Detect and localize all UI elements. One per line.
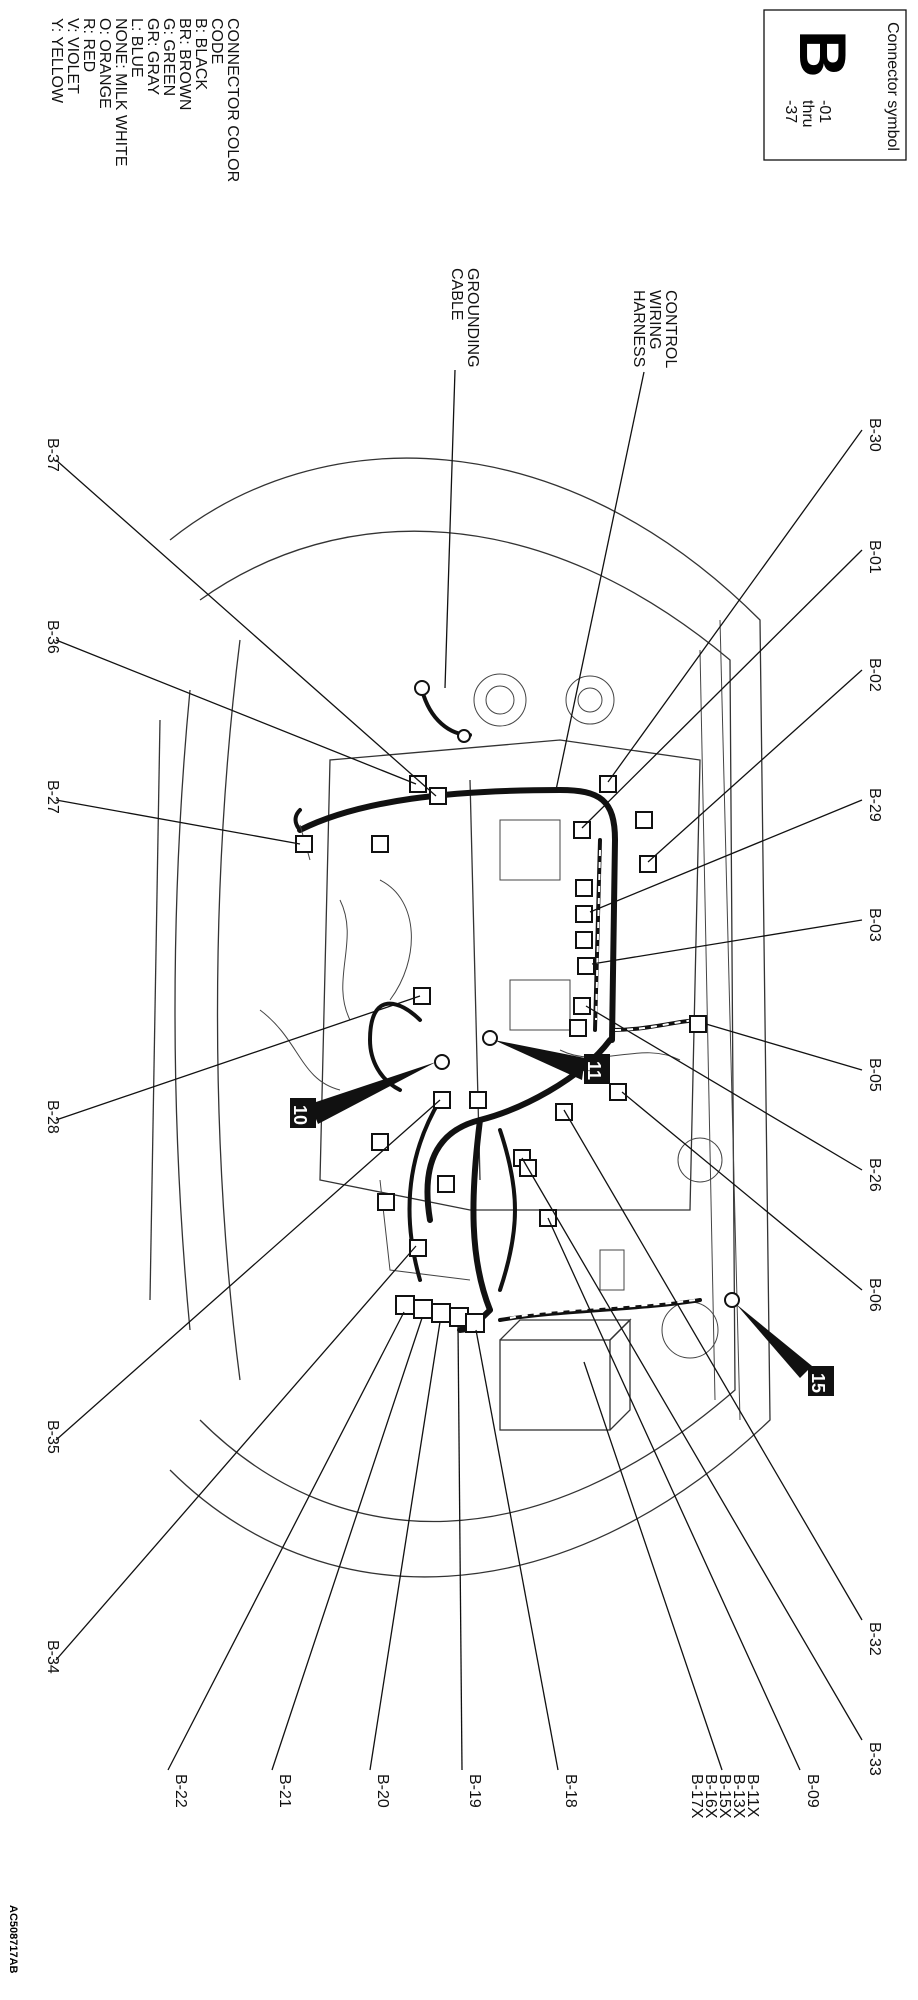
label-b15x: B-15X — [716, 1774, 733, 1819]
ground-terminal — [457, 729, 471, 743]
ground-terminal — [414, 680, 430, 696]
legend-line: O: ORANGE — [96, 18, 113, 109]
connector-b21 — [413, 1299, 433, 1319]
color-code-legend: CONNECTOR COLOR CODE B: BLACK BR: BROWN … — [48, 18, 241, 182]
callout-leaders — [55, 369, 863, 1771]
label-b37: B-37 — [44, 438, 61, 472]
label-b30: B-30 — [866, 418, 883, 452]
connector-b37 — [429, 787, 447, 805]
connector-b29-a — [575, 879, 593, 897]
connector-b05 — [689, 1015, 707, 1033]
connector-symbol-box: Connector symbol B -01 thru -37 — [763, 9, 907, 161]
label-b33: B-33 — [866, 1742, 883, 1776]
label-b35: B-35 — [44, 1420, 61, 1454]
connector-b26 — [573, 997, 591, 1015]
connector-b26-b — [569, 1019, 587, 1037]
connector-b34-a — [371, 1133, 389, 1151]
connector-b01 — [573, 821, 591, 839]
callout-harness-line2: WIRING — [646, 290, 663, 350]
label-b16x: B-16X — [702, 1774, 719, 1819]
label-b32: B-32 — [866, 1622, 883, 1656]
vehicle-outline — [149, 457, 771, 1578]
ground-terminal — [482, 1030, 498, 1046]
callout-harness-line3: HARNESS — [630, 290, 647, 367]
label-b28: B-28 — [44, 1100, 61, 1134]
ground-marker-10: 10 — [290, 1062, 436, 1128]
connector-b32 — [555, 1103, 573, 1121]
callout-harness-line1: CONTROL — [662, 290, 679, 368]
connector-b30 — [599, 775, 617, 793]
legend-line: R: RED — [80, 18, 97, 72]
ground-marker-11: 11 — [494, 1040, 610, 1084]
connector-b02-a — [635, 811, 653, 829]
label-b17x: B-17X — [688, 1774, 705, 1819]
legend-line: CONNECTOR COLOR — [224, 18, 241, 182]
label-b02: B-02 — [866, 658, 883, 692]
label-b21: B-21 — [276, 1774, 293, 1808]
connector-b36 — [409, 775, 427, 793]
label-b09: B-09 — [804, 1774, 821, 1808]
connector-b03 — [577, 957, 595, 975]
legend-line: NONE: MILK WHITE — [112, 18, 129, 166]
label-b05: B-05 — [866, 1058, 883, 1092]
connector-b03-a — [575, 931, 593, 949]
callout-grounding-line1: GROUNDING — [464, 268, 481, 368]
legend-line: GR: GRAY — [144, 18, 161, 95]
legend-line: CODE — [208, 18, 225, 64]
callout-grounding-line2: CABLE — [448, 268, 465, 320]
ground-marker-15: 15 — [736, 1304, 834, 1396]
marker-label: 11 — [584, 1061, 604, 1080]
label-b36: B-36 — [44, 620, 61, 654]
ground-terminal — [434, 1054, 450, 1070]
connectors — [295, 680, 740, 1333]
connector-b34-c — [409, 1239, 427, 1257]
connector-b34-d — [437, 1175, 455, 1193]
legend-line: V: VIOLET — [64, 18, 81, 94]
ground-terminal — [724, 1292, 740, 1308]
symbol-range-to: -37 — [782, 100, 799, 123]
connector-b35 — [433, 1091, 451, 1109]
legend-line: BR: BROWN — [176, 18, 193, 110]
connector-b22 — [395, 1295, 415, 1315]
legend-line: G: GREEN — [160, 18, 177, 96]
symbol-letter: B — [786, 30, 860, 78]
symbol-range-from: -01 — [816, 100, 833, 123]
wiring-harness — [293, 688, 702, 1333]
label-b06: B-06 — [866, 1278, 883, 1312]
connector-b34-b — [377, 1193, 395, 1211]
label-b29: B-29 — [866, 788, 883, 822]
label-b19: B-19 — [466, 1774, 483, 1808]
legend-line: Y: YELLOW — [48, 18, 65, 104]
connector-b02 — [639, 855, 657, 873]
connector-b06 — [609, 1083, 627, 1101]
label-b27: B-27 — [44, 780, 61, 814]
legend-line: B: BLACK — [192, 18, 209, 90]
legend-line: L: BLUE — [128, 18, 145, 78]
marker-label: 15 — [808, 1373, 828, 1393]
label-b11x: B-11X — [744, 1774, 761, 1818]
marker-label: 10 — [290, 1105, 310, 1125]
figure-id: AC508717AB — [7, 1905, 19, 1974]
connector-b27 — [295, 835, 313, 853]
label-b22: B-22 — [172, 1774, 189, 1808]
label-b03: B-03 — [866, 908, 883, 942]
label-b20: B-20 — [374, 1774, 391, 1808]
label-b18: B-18 — [562, 1774, 579, 1808]
connector-b18 — [465, 1313, 485, 1333]
symbol-range-word: thru — [799, 100, 816, 128]
connector-b28-a — [413, 987, 431, 1005]
label-b34: B-34 — [44, 1640, 61, 1674]
label-b26: B-26 — [866, 1158, 883, 1192]
connector-b29 — [575, 905, 593, 923]
connector-b35-b — [469, 1091, 487, 1109]
symbol-heading: Connector symbol — [884, 22, 901, 151]
label-b13x: B-13X — [730, 1774, 747, 1819]
label-b01: B-01 — [866, 540, 883, 574]
connector-b27-b — [371, 835, 389, 853]
connector-b20 — [431, 1303, 451, 1323]
